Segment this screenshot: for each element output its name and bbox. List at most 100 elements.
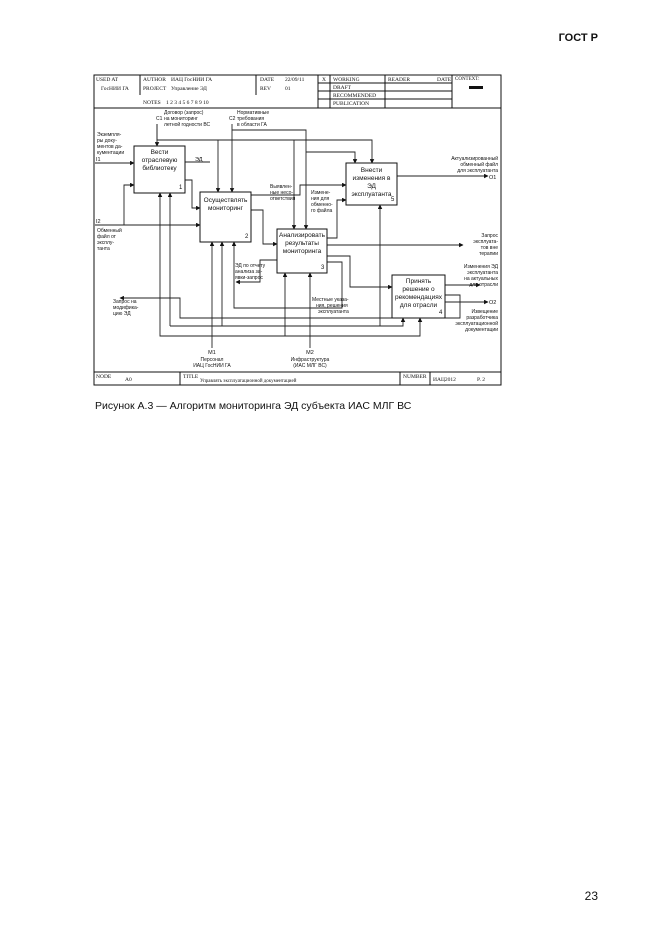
function-4-line-3: рекомендациях [395,294,443,301]
status-working: WORKING [333,77,360,83]
title-value: Управлять эксплуатационной документацией [200,379,297,384]
o1-code: O1 [489,175,496,181]
request-label-line-3: цию ЭД [113,311,131,317]
request-label-line-2: модифика- [113,305,139,311]
function-5-number: 5 [391,197,395,203]
project-value: Управление ЭД [171,86,207,92]
function-1-number: 1 [179,185,183,191]
o1-label-line-3: для эксплуатанта [457,168,498,174]
function-1-line-2: отраслевую [142,157,178,164]
o2-label-line-4: документации [465,327,498,333]
status-publication: PUBLICATION [333,101,369,107]
figure-caption: Рисунок А.3 — Алгоритм мониторинга ЭД су… [95,400,412,412]
revealed-label-line-1: Выявлен- [270,184,293,190]
rev-value: 01 [285,86,291,92]
date2-label: DATE [437,77,452,83]
function-5-line-2: изменения в [353,175,391,182]
m2-label-line-2: (ИАС МЛГ ВС) [293,363,327,369]
revealed-label-line-2: ные несо- [270,190,293,196]
function-2-line-2: мониторинг [208,205,244,212]
function-4-line-1: Принять [406,278,432,285]
date-label: DATE [260,77,275,83]
page-number: 23 [584,889,598,903]
change-files-label-line-1: Измене- [311,190,331,196]
function-box-3: Анализировать результаты мониторинга 3 [276,228,328,274]
node-label: NODE [96,374,112,380]
m1-code: M1 [208,350,216,356]
number-value: ИАЦ2012 [433,377,456,383]
context-label: CONTEXT: [455,77,479,82]
m1-label-line-2: ИАЦ ГосНИИ ГА [193,363,231,369]
o2-label-line-2: разработчика [466,315,498,321]
function-3-number: 3 [321,265,325,271]
function-4-number: 4 [439,310,443,316]
function-box-4: Принять решение о рекомендациях для отра… [391,274,446,319]
i1-label-line-1: Экземпля- [97,132,122,138]
local-solutions-label-line-1: Местные указа- [312,297,349,303]
c1-label-line-3: летной годности ВС [164,121,211,128]
function-box-2: Осуществлять мониторинг 2 [199,191,252,243]
author-value: ИАЦ ГосНИИ ГА [171,77,212,83]
function-5-line-3: ЭД [367,183,376,190]
changes-ed-label-line-2: эксплуатанта [467,270,498,276]
form-footer: NODE A0 TITLE Управлять эксплуатационной… [94,371,501,385]
c2-label-line-3: в области ГА [237,122,268,128]
ed-report-label-line-2: анализа за- [235,269,263,275]
m2-code: M2 [306,350,314,356]
status-mark: X [322,77,326,83]
i2-code: I2 [96,219,101,225]
o2-label-line-1: Извещение [472,309,499,315]
o1-label-line-1: Актуализированный [451,155,498,162]
c2-label-line-1: Нормативные [237,110,269,116]
date-value: 22/09/11 [285,77,305,83]
title-label: TITLE [183,374,199,380]
node-value: A0 [125,377,132,383]
c1-label-line-2: на мониторинг [164,116,198,122]
i2-label-line-4: танта [97,246,110,252]
proposals-label-line-4: терапии [479,251,498,257]
local-solutions-label-line-3: эксплуатанта [318,309,349,315]
status-recommended: RECOMMENDED [333,93,376,99]
rev-label: REV [260,86,271,92]
c2-code: C2 [229,116,236,122]
page-value: P. 2 [477,377,485,383]
change-files-label-line-3: обменно- [311,202,333,208]
i2-label-line-3: эксплу- [97,240,114,246]
i1-label-line-2: ры доку- [97,138,117,144]
i1-code: I1 [96,157,101,163]
o2-code: O2 [489,300,496,306]
changes-ed-label-line-1: Изменения ЭД [464,264,499,270]
function-4-line-4: для отрасли [400,302,438,309]
function-2-number: 2 [245,234,249,240]
function-5-line-4: эксплуатанта [351,191,391,198]
ed-report-label-line-1: ЭД по отчету [235,263,266,269]
request-label-line-1: Запрос на [113,299,137,305]
changes-ed-label-line-4: для отрасли [469,282,498,288]
number-label: NUMBER [403,374,427,380]
function-box-1: Вести отраслевую библиотеку 1 [133,145,186,194]
status-draft: DRAFT [333,85,352,91]
standard-header: ГОСТ Р [558,32,598,44]
change-files-label-line-4: го файла [311,207,332,214]
o1-label-line-2: обменный файл [460,161,498,168]
local-solutions-label-line-2: ния, решения [316,303,348,309]
reader-label: READER [388,77,410,83]
i1-label-line-3: ментов да- [97,144,123,150]
notes-label: NOTES [143,100,161,106]
c1-label-line-1: Договор (запрос) [164,110,204,116]
function-4-line-2: решение о [402,286,435,293]
c1-short-label: ЭД [195,157,203,163]
function-1-line-1: Вести [151,149,169,156]
project-label: PROJECT [143,86,167,92]
m1-label-line-1: Персонал [201,357,224,363]
arrow-labels: Договор (запрос) на мониторинг летной го… [96,110,499,369]
form-frame [93,74,502,386]
author-label: AUTHOR [143,77,166,83]
proposals-label-line-3: тов вне [481,245,498,251]
function-5-line-1: Внести [361,167,383,174]
proposals-label-line-1: Запрос [481,233,498,239]
i2-label-line-1: Обменный [97,227,122,234]
c1-code: C1 [156,116,163,122]
used-at-value: ГосНИИ ГА [101,86,129,92]
